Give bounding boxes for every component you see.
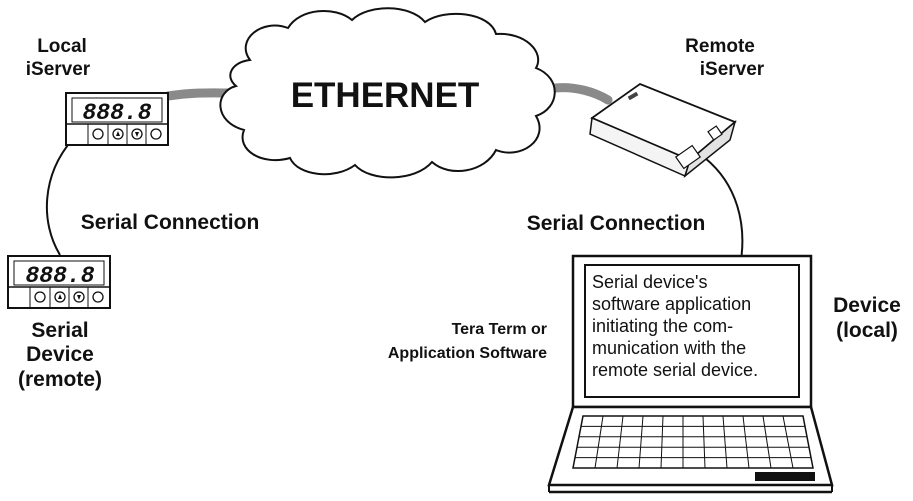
- ethernet-cloud: ETHERNET: [219, 7, 556, 179]
- serial-device-label-line-3: (remote): [18, 368, 102, 391]
- laptop: [547, 254, 834, 494]
- serial-device-label: Serial Device (remote): [18, 319, 102, 391]
- remote-iserver-label-line-2: iServer: [700, 59, 765, 80]
- device-local-label: Device (local): [833, 294, 901, 342]
- screen-line-4: munication with the: [592, 338, 746, 358]
- screen-line-2: software application: [592, 294, 751, 314]
- meter-display: 888.8: [82, 100, 151, 126]
- remote-iserver-label-line-1: Remote: [685, 36, 755, 57]
- local-iserver-label: Local iServer: [26, 36, 91, 80]
- remote-iserver-box: [589, 82, 737, 179]
- device-local-label-line-2: (local): [836, 319, 898, 342]
- local-iserver-label-line-2: iServer: [26, 59, 91, 80]
- ethernet-label: ETHERNET: [291, 76, 480, 115]
- serial-device-label-line-2: Device: [26, 343, 94, 366]
- laptop-screen-text: Serial device's software application ini…: [592, 272, 758, 380]
- serial-device-meter: 888.8: [7, 255, 111, 309]
- tera-term-label: Tera Term or Application Software: [388, 321, 547, 362]
- ethernet-cable-remote: [550, 83, 613, 105]
- local-iserver-meter: 888.8: [65, 92, 169, 146]
- meter-display-remote: 888.8: [25, 263, 94, 289]
- tera-term-label-line-2: Application Software: [388, 345, 547, 362]
- laptop-keyboard: [572, 415, 814, 469]
- serial-device-label-line-1: Serial: [31, 319, 88, 342]
- laptop-trackpad: [755, 472, 815, 481]
- serial-cable-right: [704, 157, 744, 261]
- remote-iserver-label: Remote iServer: [685, 36, 765, 80]
- tera-term-label-line-1: Tera Term or: [452, 321, 547, 338]
- screen-line-3: initiating the com-: [592, 316, 733, 336]
- screen-line-5: remote serial device.: [592, 360, 758, 380]
- local-iserver-label-line-1: Local: [37, 36, 87, 57]
- serial-cable-left: [45, 139, 73, 256]
- serial-connection-label-right: Serial Connection: [527, 212, 706, 235]
- device-local-label-line-1: Device: [833, 294, 901, 317]
- screen-line-1: Serial device's: [592, 272, 708, 292]
- serial-connection-label-left: Serial Connection: [81, 211, 260, 234]
